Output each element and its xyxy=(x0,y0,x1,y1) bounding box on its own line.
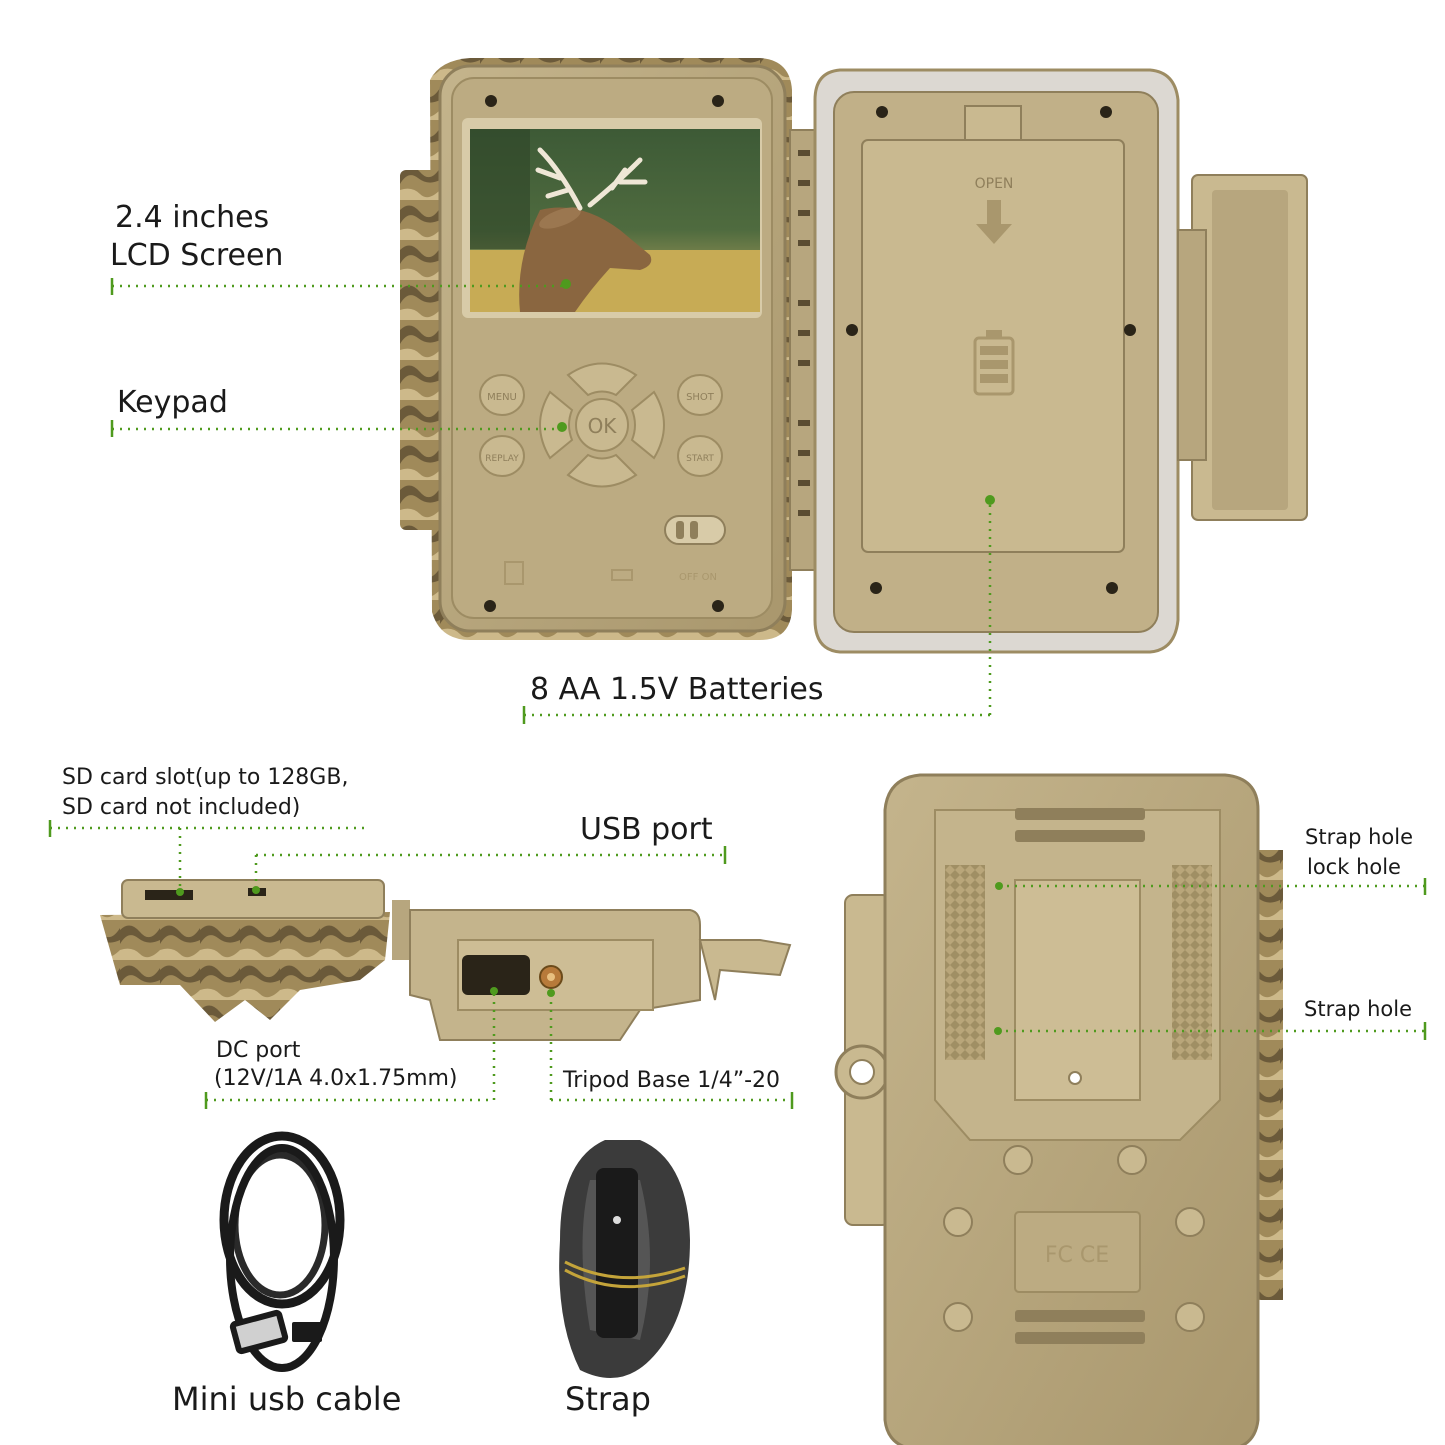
batteries-label: 8 AA 1.5V Batteries xyxy=(530,672,824,707)
camera-side-view xyxy=(100,879,792,1041)
strap-hole-label: Strap hole xyxy=(1304,997,1412,1021)
strap-label: Strap xyxy=(565,1380,651,1418)
usb-icon xyxy=(611,569,633,581)
shot-key-label: SHOT xyxy=(686,392,715,403)
usb-port-label: USB port xyxy=(580,812,713,847)
dc-port-label-line2: (12V/1A 4.0x1.75mm) xyxy=(214,1066,458,1091)
strap-lock-hole-label-line1: Strap hole xyxy=(1305,825,1413,849)
dc-port xyxy=(462,955,530,995)
strap-coil xyxy=(559,1140,690,1378)
lcd-screen-label-line1: 2.4 inches xyxy=(115,200,270,235)
replay-key-label: REPLAY xyxy=(485,454,519,464)
cable-label: Mini usb cable xyxy=(172,1380,402,1418)
arrow-down-icon xyxy=(976,200,1012,244)
open-label: OPEN xyxy=(975,176,1014,192)
tripod-label: Tripod Base 1/4”-20 xyxy=(563,1068,781,1093)
lcd-screen xyxy=(470,129,760,312)
mini-usb-cable xyxy=(219,1131,345,1372)
ok-key-label: OK xyxy=(588,414,618,438)
keypad: MENU SHOT REPLAY START OK xyxy=(479,362,723,488)
sd-slot xyxy=(145,890,193,900)
grip-right xyxy=(1172,865,1212,1060)
sd-slot-label-line2: SD card not included) xyxy=(62,795,301,820)
camera-back-view: FC CE xyxy=(834,773,1283,1445)
strap-lock-hole-label-line2: lock hole xyxy=(1307,855,1401,879)
battery-icon xyxy=(973,330,1015,396)
leader-lines xyxy=(50,284,1425,1102)
dc-port-label-line1: DC port xyxy=(216,1038,301,1063)
cert-marks: FC CE xyxy=(1045,1243,1109,1268)
battery-compartment: OPEN xyxy=(813,68,1308,654)
sd-card-icon xyxy=(504,561,524,585)
start-key-label: START xyxy=(686,454,714,464)
sd-slot-label-line1: SD card slot(up to 128GB, xyxy=(62,765,349,790)
menu-key-label: MENU xyxy=(487,392,517,403)
lcd-screen-label-line2: LCD Screen xyxy=(110,238,284,273)
camera-open-front: MENU SHOT REPLAY START OK OFF ON xyxy=(400,58,792,640)
leader-end-ticks xyxy=(48,278,1427,1109)
keypad-label: Keypad xyxy=(117,385,228,420)
grip-left xyxy=(945,865,985,1060)
switch-label: OFF ON xyxy=(679,572,717,583)
